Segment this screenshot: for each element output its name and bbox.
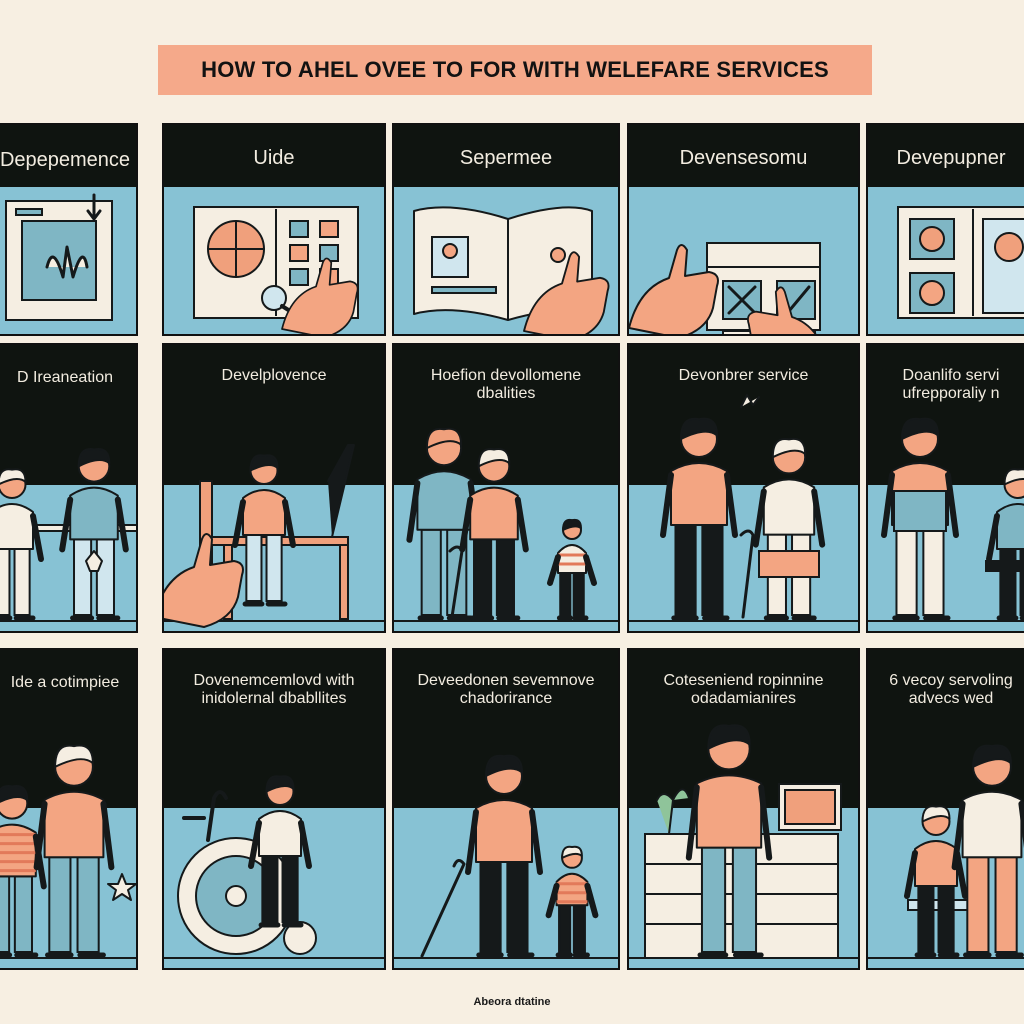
footer-caption: Abeora dtatine [473, 996, 551, 1008]
service-card-r1-c1: Depepemence [0, 123, 138, 336]
card-header-band: Uide [164, 125, 384, 187]
card-header-band: D Ireaneation [0, 345, 136, 485]
card-header-band: Sepermee [394, 125, 618, 187]
card-title: D Ireaneation [16, 369, 114, 386]
card-header-band: Devepupner [868, 125, 1024, 187]
card-title: Devonbrer service [678, 367, 809, 384]
card-header-band: Depepemence [0, 125, 136, 187]
service-card-r3-c1: Ide a cotimpiee [0, 648, 138, 970]
service-card-r2-c2: Develplovence [162, 343, 386, 633]
card-subtitle: inidolernal dbabllites [201, 690, 347, 707]
card-title: Devensesomu [679, 147, 808, 169]
card-subtitle: dbalities [476, 385, 536, 402]
card-title: Uide [253, 147, 295, 169]
service-card-r1-c2: Uide [162, 123, 386, 336]
page-title: HOW TO AHEL OVEE TO FOR WITH WELEFARE SE… [201, 57, 829, 82]
card-subtitle: advecs wed [908, 690, 994, 707]
card-subtitle: chadorirance [459, 690, 553, 707]
service-card-r2-c4: Devonbrer service [627, 343, 860, 633]
card-title: Hoefion devollomene [430, 367, 582, 384]
card-title: Ide a cotimpiee [10, 674, 120, 691]
card-title: Develplovence [221, 367, 327, 384]
card-title: Dovenemcemlovd with [193, 672, 355, 689]
title-banner: HOW TO AHEL OVEE TO FOR WITH WELEFARE SE… [158, 45, 872, 95]
card-subtitle: ufrepporaliy n [902, 385, 1000, 402]
card-title: 6 vecoy servoling [889, 672, 1013, 689]
card-title: Sepermee [459, 147, 553, 169]
service-card-r1-c3: Sepermee [392, 123, 620, 336]
service-card-r1-c5: Devepupner [866, 123, 1024, 336]
card-title: Deveedonen sevemnove [417, 672, 595, 689]
service-card-r1-c4: Devensesomu [627, 123, 860, 336]
card-title: Devepupner [896, 147, 1006, 169]
card-title: Doanlifo servi [902, 367, 1000, 384]
card-subtitle: odadamianires [691, 690, 796, 707]
card-header-band: Devonbrer service [629, 345, 858, 485]
card-header-band: Devensesomu [629, 125, 858, 187]
card-title: Depepemence [0, 149, 131, 171]
card-title: Coteseniend ropinnine [663, 672, 824, 689]
service-card-r2-c1: D Ireaneation [0, 343, 138, 633]
